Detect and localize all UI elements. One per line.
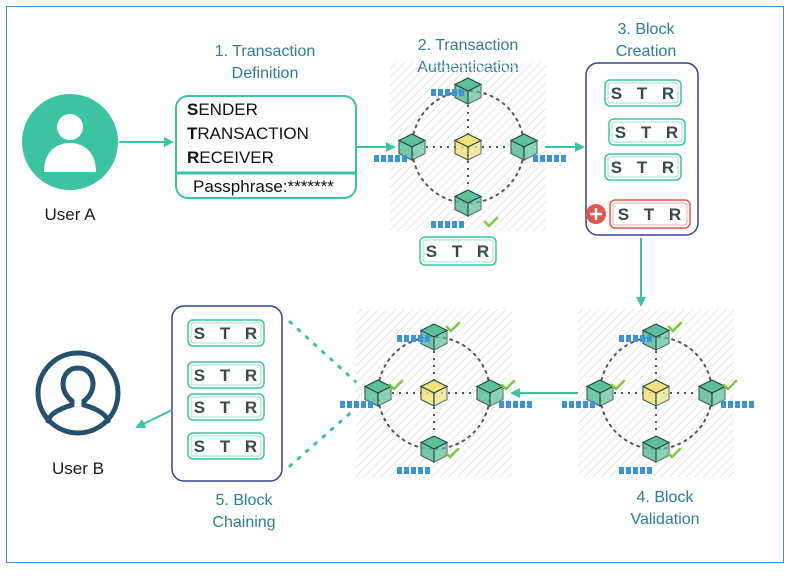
diagram-frame [6,6,784,563]
step1-subtitle: Definition [232,65,299,82]
ledger-chain [340,401,373,408]
ledger-chain [499,401,532,408]
check-icon [483,216,499,228]
add-icon [586,204,606,224]
step2-title: 2. Transaction [418,37,519,54]
node-cube [453,189,483,217]
ledger-chain [431,89,464,96]
transaction-line: TRANSACTION [187,124,309,143]
ledger-chain [397,335,430,342]
ledger-chain [721,401,754,408]
str-label: S T R [611,84,679,103]
ledger-chain [533,155,566,162]
user-a-label: User A [44,205,96,224]
ledger-chain [431,221,464,228]
chain-str-box-1: S T R [187,319,265,347]
str-label: S T R [426,242,494,261]
step5-title: 5. Block [216,492,274,509]
node-cube [419,435,449,463]
transaction-card: SENDER TRANSACTION RECEIVER Passphrase:*… [175,95,357,199]
str-label: S T R [194,398,262,417]
check-icon [666,447,682,459]
check-icon [667,321,683,333]
chain-str-box-2: S T R [187,361,265,389]
str-label: S T R [194,437,262,456]
user-b-label: User B [52,459,104,478]
creation-str-box-2: S T R [608,118,686,146]
step1-title: 1. Transaction [215,43,316,60]
str-label: S T R [194,324,262,343]
ledger-chain [619,467,652,474]
ledger-chain [562,401,595,408]
check-icon [445,321,461,333]
creation-str-box-new: S T R [609,199,691,229]
node-cube [509,133,539,161]
flow-arrows [119,137,646,468]
check-icon [500,379,516,391]
ledger-chain [374,155,407,162]
receiver-line: RECEIVER [187,148,274,167]
node-cube [453,77,483,105]
passphrase-text: Passphrase:******* [193,177,334,196]
user-a-icon [22,94,118,190]
center-cube [453,133,483,161]
step5-subtitle: Chaining [212,514,275,531]
step4-subtitle: Validation [630,511,699,528]
check-icon [388,379,404,391]
ledger-chain [619,335,652,342]
node-cube [641,435,671,463]
node-cube [419,323,449,351]
center-cube [419,379,449,407]
str-label: S T R [611,158,679,177]
chain-str-box-4: S T R [187,432,265,460]
step4-title: 4. Block [637,489,695,506]
step3-subtitle: Creation [616,43,676,60]
user-b-icon [35,350,121,436]
center-cube [641,379,671,407]
node-cube [641,323,671,351]
sender-line: SENDER [187,100,258,119]
check-icon [610,379,626,391]
creation-str-box-1: S T R [604,79,682,107]
step3-title: 3. Block [618,21,676,38]
str-label: S T R [194,366,262,385]
check-icon [444,447,460,459]
chain-str-box-3: S T R [187,393,265,421]
check-icon [722,379,738,391]
str-label: S T R [615,123,683,142]
str-label: S T R [618,205,686,224]
creation-str-box-3: S T R [604,153,682,181]
auth-str-box: S T R [419,236,497,266]
ledger-chain [397,467,430,474]
